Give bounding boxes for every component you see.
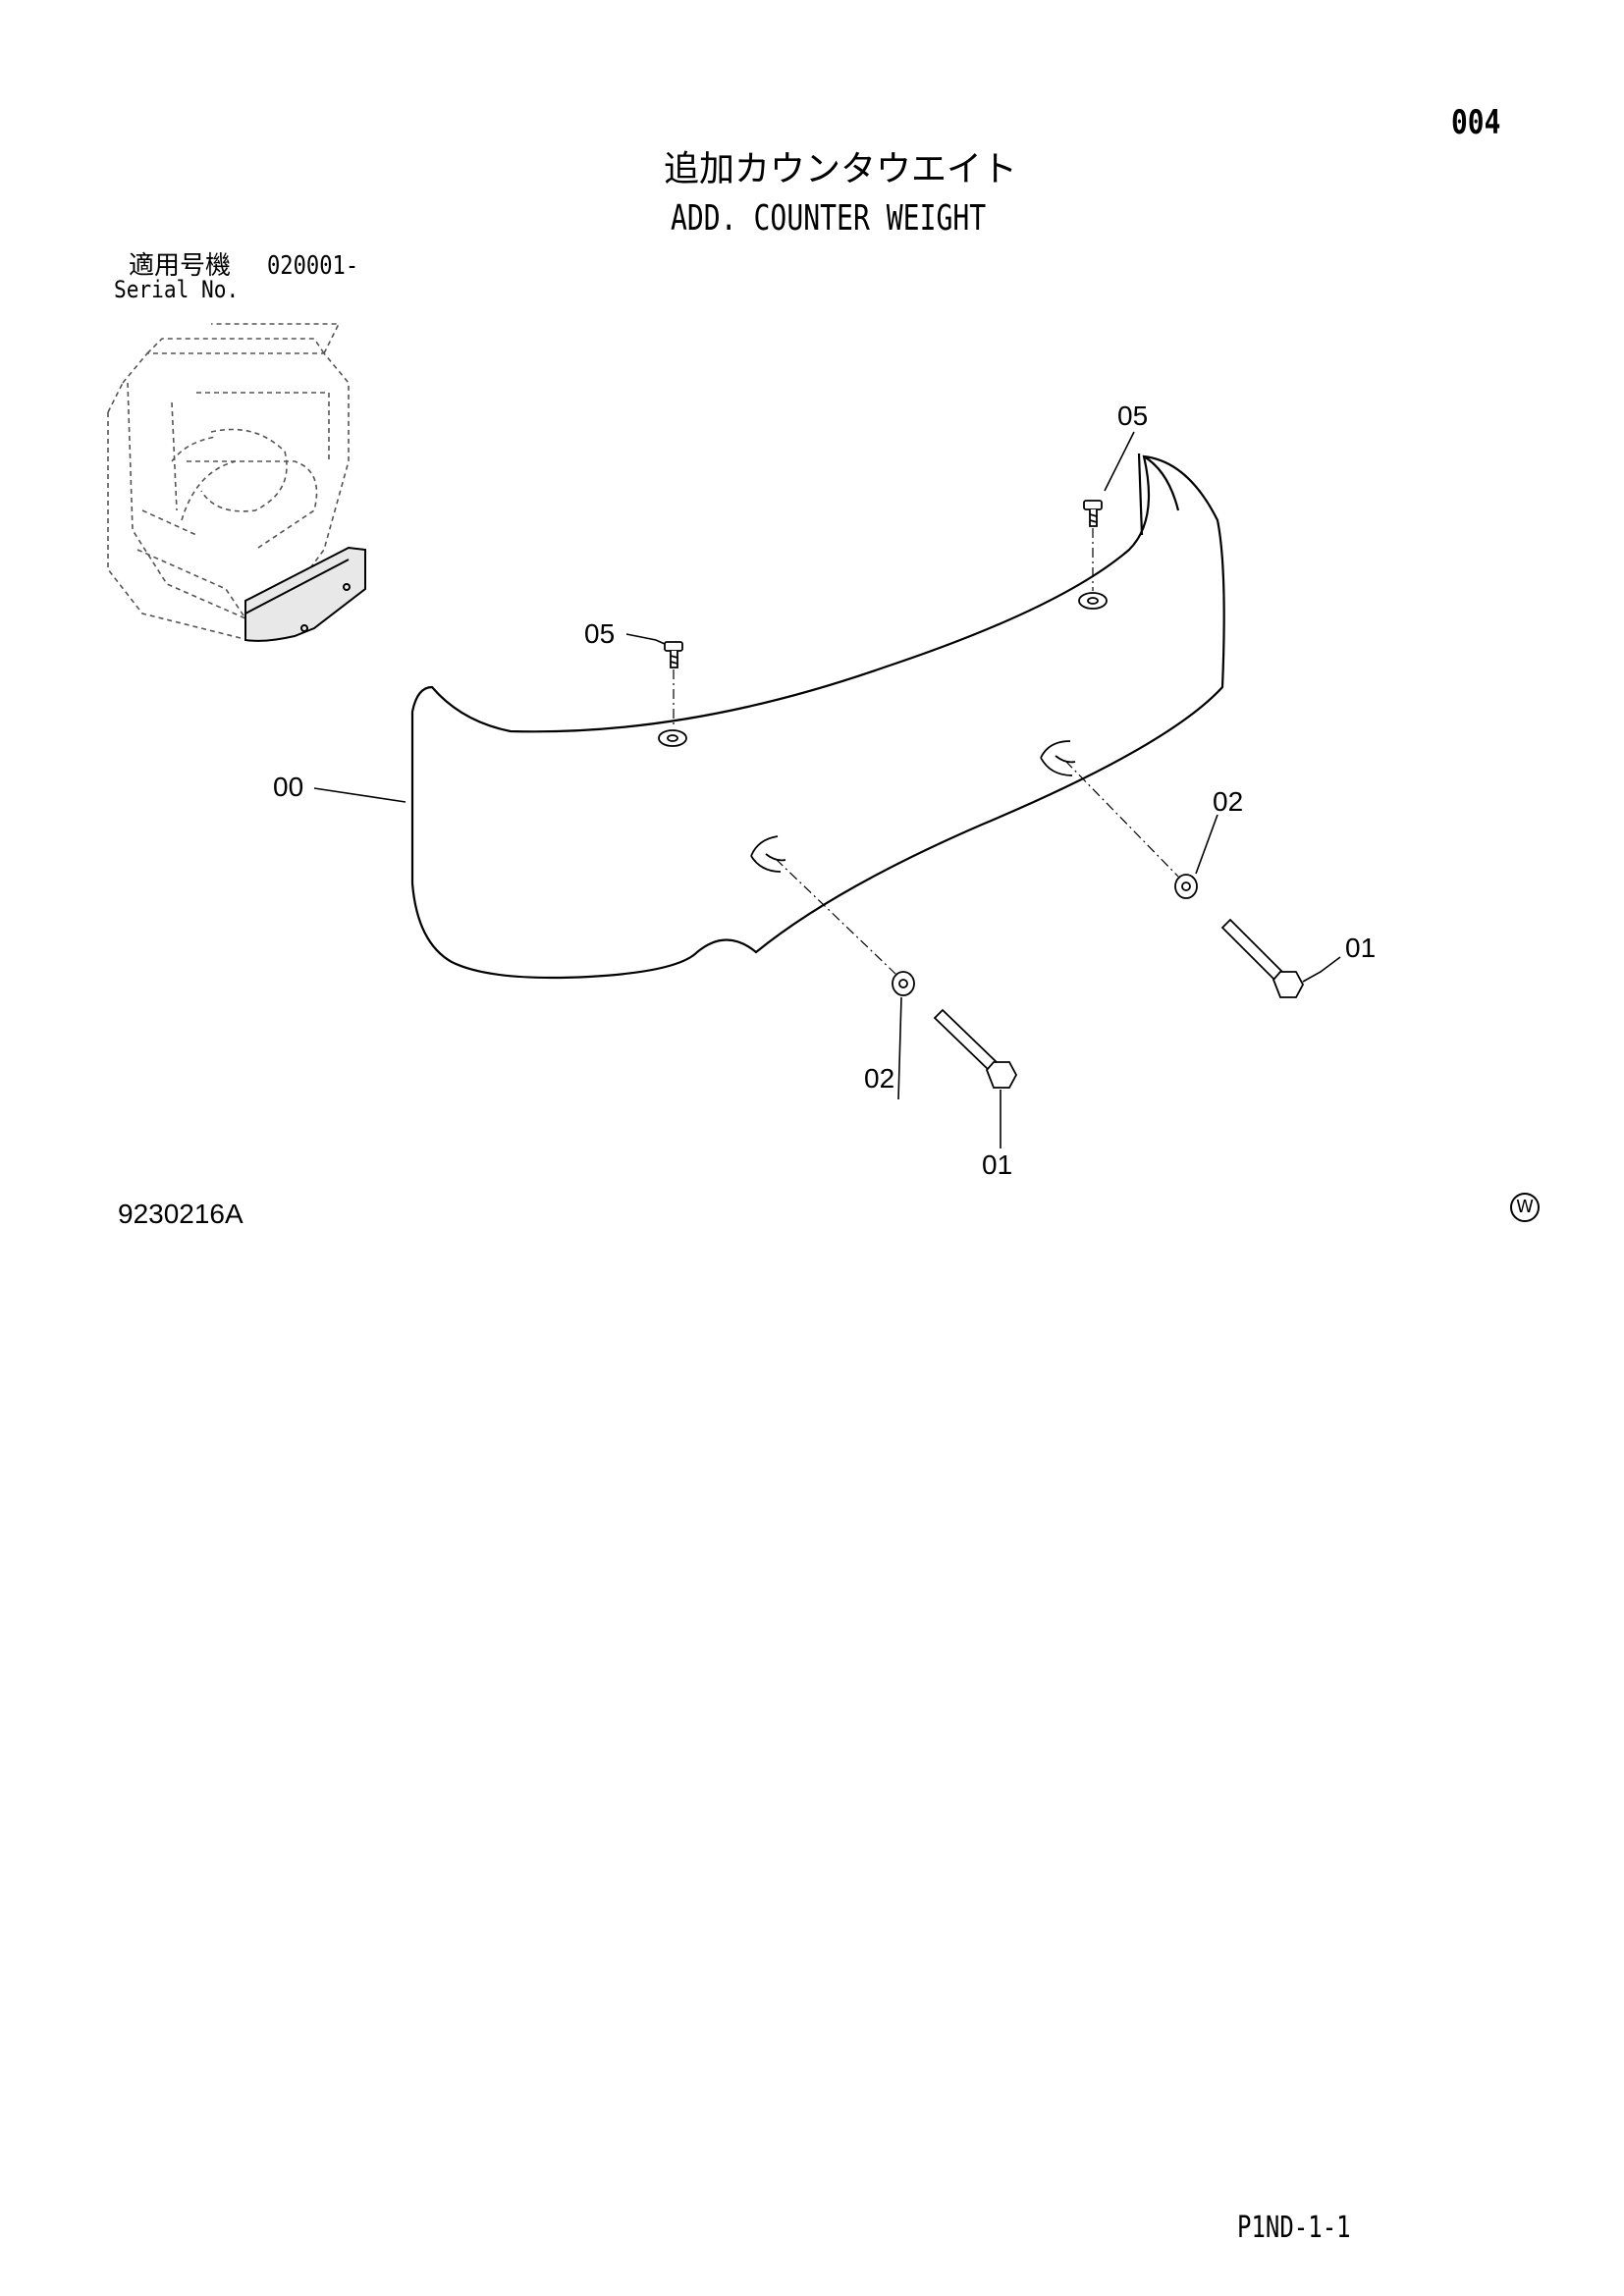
callout-part-01-bottom: 01 xyxy=(982,1149,1013,1180)
serial-label-english: Serial No. xyxy=(114,276,240,303)
overview-counterweight xyxy=(244,546,366,642)
counterweight-body xyxy=(410,453,1225,980)
bolts-01 xyxy=(933,918,1305,1089)
exploded-parts-diagram xyxy=(107,323,1341,1148)
callout-part-01-right: 01 xyxy=(1345,933,1377,963)
leader-lines xyxy=(313,431,1341,1148)
screw-05-parts xyxy=(664,500,1103,668)
callout-part-02-right: 02 xyxy=(1213,786,1244,817)
drawing-code: 9230216A xyxy=(118,1199,244,1229)
page-reference: P1ND-1-1 xyxy=(1237,2211,1351,2245)
title-japanese: 追加カウンタウエイト xyxy=(664,149,1018,189)
callout-part-05-left: 05 xyxy=(584,618,616,649)
callout-part-02-bottom: 02 xyxy=(864,1063,895,1094)
brand-mark-icon: W xyxy=(1510,1193,1540,1222)
callout-part-05-top: 05 xyxy=(1117,400,1149,431)
serial-value: 020001- xyxy=(267,251,359,281)
top-pads xyxy=(658,592,1108,747)
bolt-axis-lines xyxy=(775,760,1179,975)
washers-02 xyxy=(892,874,1198,996)
page-number: 004 xyxy=(1451,103,1501,142)
machine-overview-sketch xyxy=(107,323,350,639)
callout-part-00: 00 xyxy=(273,772,304,802)
title-english: ADD. COUNTER WEIGHT xyxy=(671,198,987,239)
serial-label-japanese: 適用号機 xyxy=(129,251,232,281)
bolt-holes xyxy=(750,740,1076,873)
screw-axis-lines xyxy=(673,528,1094,728)
